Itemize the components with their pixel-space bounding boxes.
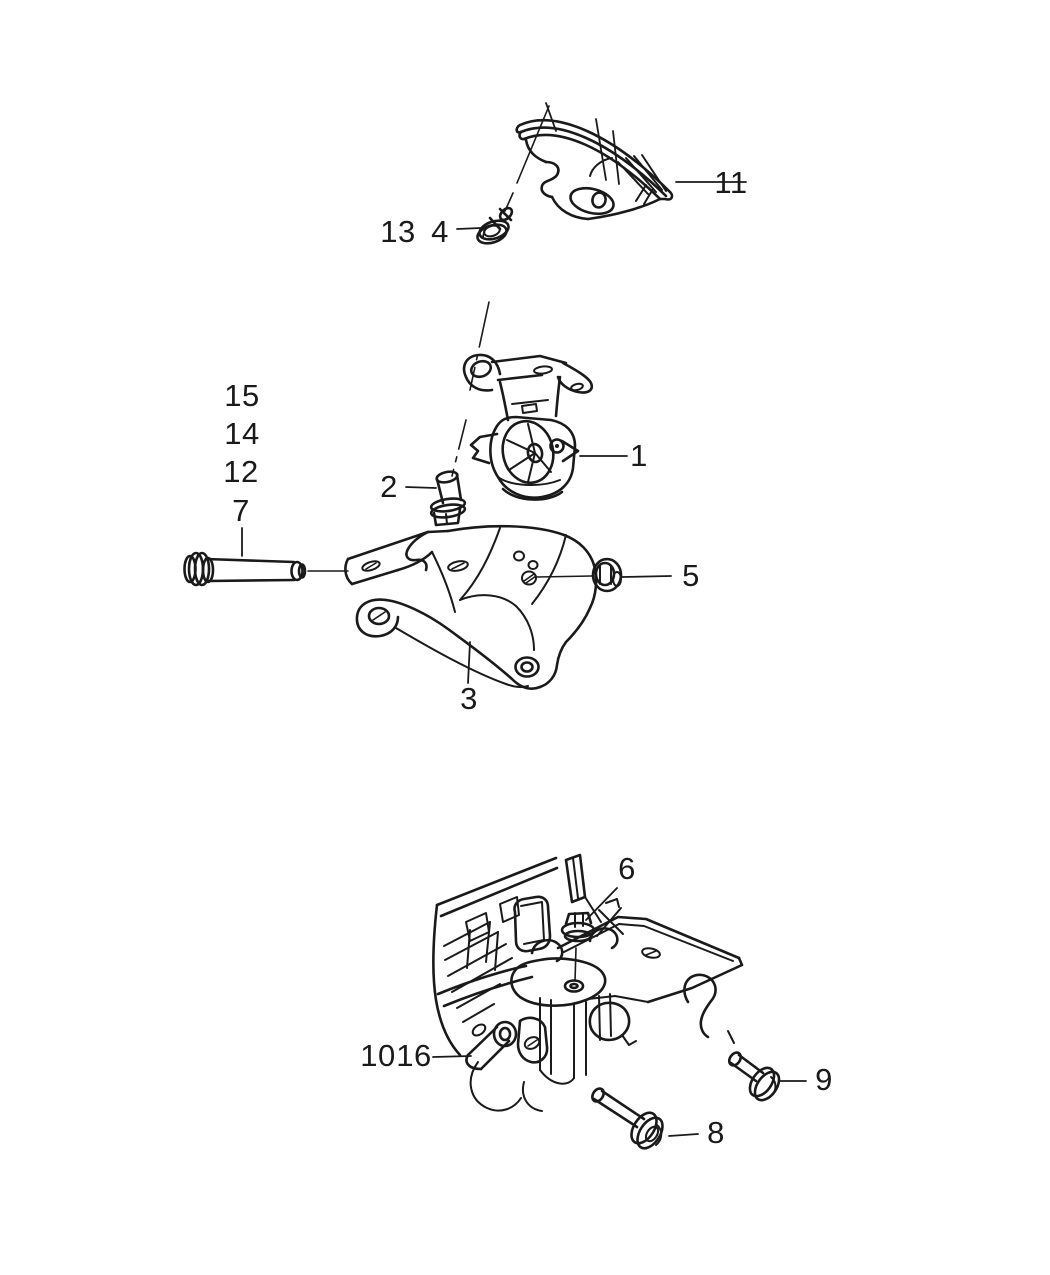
callout-13: 13 xyxy=(380,214,416,249)
callout-12: 12 xyxy=(223,454,259,489)
part-8-bolt-drawing xyxy=(590,1086,668,1152)
callout-5: 5 xyxy=(682,558,700,593)
callout-16: 16 xyxy=(396,1038,432,1073)
part-3-bracket-drawing xyxy=(345,526,596,689)
callout-4: 4 xyxy=(431,214,449,249)
callout-10: 10 xyxy=(360,1038,396,1073)
part-7-bolt-drawing xyxy=(185,553,349,585)
part-9-bolt-drawing xyxy=(727,1050,784,1104)
callout-1: 1 xyxy=(630,438,648,473)
callout-15: 15 xyxy=(224,378,260,413)
callout-6: 6 xyxy=(618,851,636,886)
callout-8: 8 xyxy=(707,1115,725,1150)
part-1-engine-mount-drawing xyxy=(452,302,592,500)
part-2-bolt-drawing xyxy=(430,470,465,525)
part-4-bolt-drawing xyxy=(475,106,549,247)
callout-14: 14 xyxy=(224,416,260,451)
callout-11: 11 xyxy=(714,165,748,200)
engine-block-and-bracket-drawing xyxy=(433,855,742,1111)
callout-7: 7 xyxy=(232,493,250,528)
callout-3: 3 xyxy=(460,681,478,716)
callout-9: 9 xyxy=(815,1062,833,1097)
callout-2: 2 xyxy=(380,469,398,504)
part-5-nut-drawing xyxy=(537,559,621,591)
part-11-insulator-plate-drawing xyxy=(517,103,672,219)
leader-lines xyxy=(242,182,806,1136)
